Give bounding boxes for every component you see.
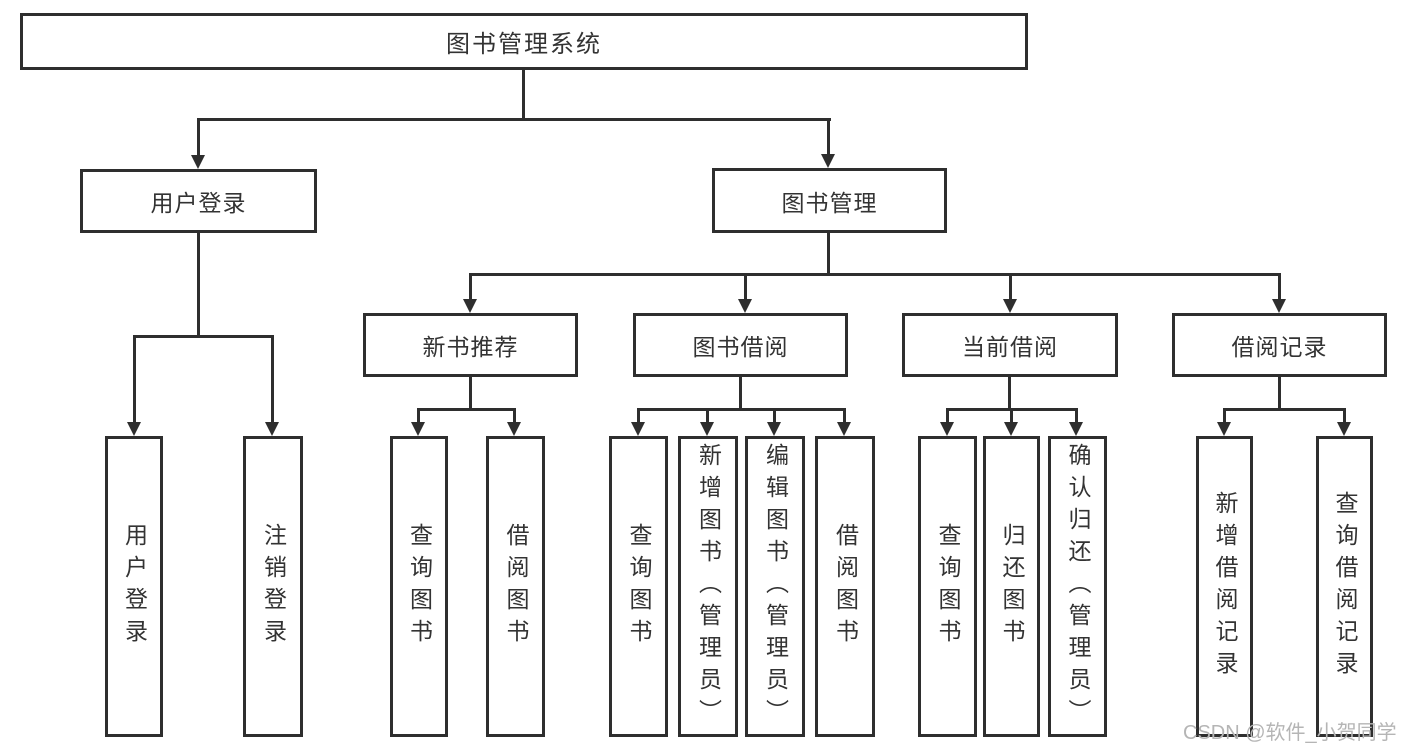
arrow-down-icon	[463, 299, 477, 313]
leaf-record-add-borrow-record: 新增借阅记录	[1196, 436, 1253, 737]
connector-line	[1223, 408, 1226, 422]
node-label: 新书推荐	[422, 334, 519, 360]
arrow-down-icon	[191, 155, 205, 169]
leaf-label: 查询图书	[626, 522, 652, 651]
leaf-label: 注销登录	[260, 522, 287, 651]
arrow-down-icon	[507, 422, 521, 436]
node-label: 图书管理	[781, 189, 878, 216]
leaf-label: 用户登录	[121, 522, 148, 651]
connector-line	[773, 408, 776, 422]
connector-line	[469, 273, 472, 301]
csdn-watermark: CSDN @软件_小贺同学	[1183, 722, 1397, 744]
connector-line	[522, 70, 525, 118]
connector-line	[197, 233, 200, 335]
node-borrow-record: 借阅记录	[1172, 313, 1387, 377]
arrow-down-icon	[940, 422, 954, 436]
connector-line	[843, 408, 846, 422]
node-label: 图书借阅	[692, 334, 789, 360]
connector-line	[946, 408, 949, 422]
leaf-label: 新增借阅记录	[1212, 490, 1238, 683]
connector-line	[417, 408, 516, 411]
connector-line	[739, 377, 742, 408]
leaf-newbook-borrow-books: 借阅图书	[486, 436, 545, 737]
connector-line	[1278, 273, 1281, 301]
node-new-book-recommend: 新书推荐	[363, 313, 578, 377]
connector-line	[1009, 273, 1012, 301]
node-label: 借阅记录	[1231, 334, 1328, 360]
arrow-down-icon	[821, 154, 835, 168]
connector-line	[1223, 408, 1345, 411]
connector-line	[133, 335, 136, 423]
node-book-borrow: 图书借阅	[633, 313, 848, 377]
connector-line	[1008, 377, 1011, 408]
connector-line	[706, 408, 709, 422]
connector-line	[1278, 377, 1281, 408]
connector-line	[469, 377, 472, 408]
arrow-down-icon	[1337, 422, 1351, 436]
leaf-record-query-borrow-record: 查询借阅记录	[1316, 436, 1373, 737]
connector-line	[513, 408, 516, 422]
node-label: 图书管理系统	[446, 31, 602, 58]
arrow-down-icon	[411, 422, 425, 436]
arrow-down-icon	[767, 422, 781, 436]
leaf-label: 归还图书	[999, 522, 1025, 651]
leaf-logout: 注销登录	[243, 436, 303, 737]
arrow-down-icon	[1003, 299, 1017, 313]
arrow-down-icon	[700, 422, 714, 436]
connector-line	[637, 408, 846, 411]
connector-line	[637, 408, 640, 422]
connector-line	[1075, 408, 1078, 422]
arrow-down-icon	[631, 422, 645, 436]
arrow-down-icon	[1217, 422, 1231, 436]
connector-line	[417, 408, 420, 422]
arrow-down-icon	[1272, 299, 1286, 313]
node-user-login: 用户登录	[80, 169, 317, 233]
leaf-current-query-books: 查询图书	[918, 436, 977, 737]
leaf-current-return-books: 归还图书	[983, 436, 1040, 737]
arrow-down-icon	[1069, 422, 1083, 436]
connector-line	[197, 118, 831, 121]
arrow-down-icon	[265, 422, 279, 436]
leaf-label: 借阅图书	[503, 522, 529, 651]
leaf-label: 编辑图书（管理员）	[762, 442, 789, 731]
leaf-label: 确认归还（管理员）	[1065, 442, 1091, 731]
leaf-borrow-query-books: 查询图书	[609, 436, 668, 737]
connector-line	[744, 273, 747, 301]
connector-line	[1343, 408, 1346, 422]
leaf-label: 查询借阅记录	[1332, 490, 1358, 683]
node-label: 当前借阅	[962, 334, 1058, 360]
connector-line	[271, 335, 274, 423]
node-label: 用户登录	[150, 190, 247, 216]
arrow-down-icon	[1004, 422, 1018, 436]
connector-line	[827, 233, 830, 273]
leaf-label: 新增图书（管理员）	[695, 442, 722, 731]
leaf-label: 查询图书	[935, 522, 961, 651]
connector-line	[1010, 408, 1013, 422]
connector-line	[133, 335, 274, 338]
leaf-label: 借阅图书	[832, 522, 859, 651]
connector-line	[197, 118, 200, 156]
connector-line	[469, 273, 1281, 276]
node-library-management-system: 图书管理系统	[20, 13, 1028, 70]
leaf-newbook-query-books: 查询图书	[390, 436, 448, 737]
arrow-down-icon	[837, 422, 851, 436]
leaf-current-confirm-return-admin: 确认归还（管理员）	[1048, 436, 1107, 737]
arrow-down-icon	[738, 299, 752, 313]
leaf-user-login: 用户登录	[105, 436, 163, 737]
leaf-label: 查询图书	[406, 522, 433, 651]
arrow-down-icon	[127, 422, 141, 436]
leaf-borrow-edit-books-admin: 编辑图书（管理员）	[745, 436, 805, 737]
node-current-borrow: 当前借阅	[902, 313, 1118, 377]
connector-line	[827, 118, 830, 155]
leaf-borrow-borrow-books: 借阅图书	[815, 436, 875, 737]
leaf-borrow-add-books-admin: 新增图书（管理员）	[678, 436, 738, 737]
node-book-management: 图书管理	[712, 168, 947, 233]
